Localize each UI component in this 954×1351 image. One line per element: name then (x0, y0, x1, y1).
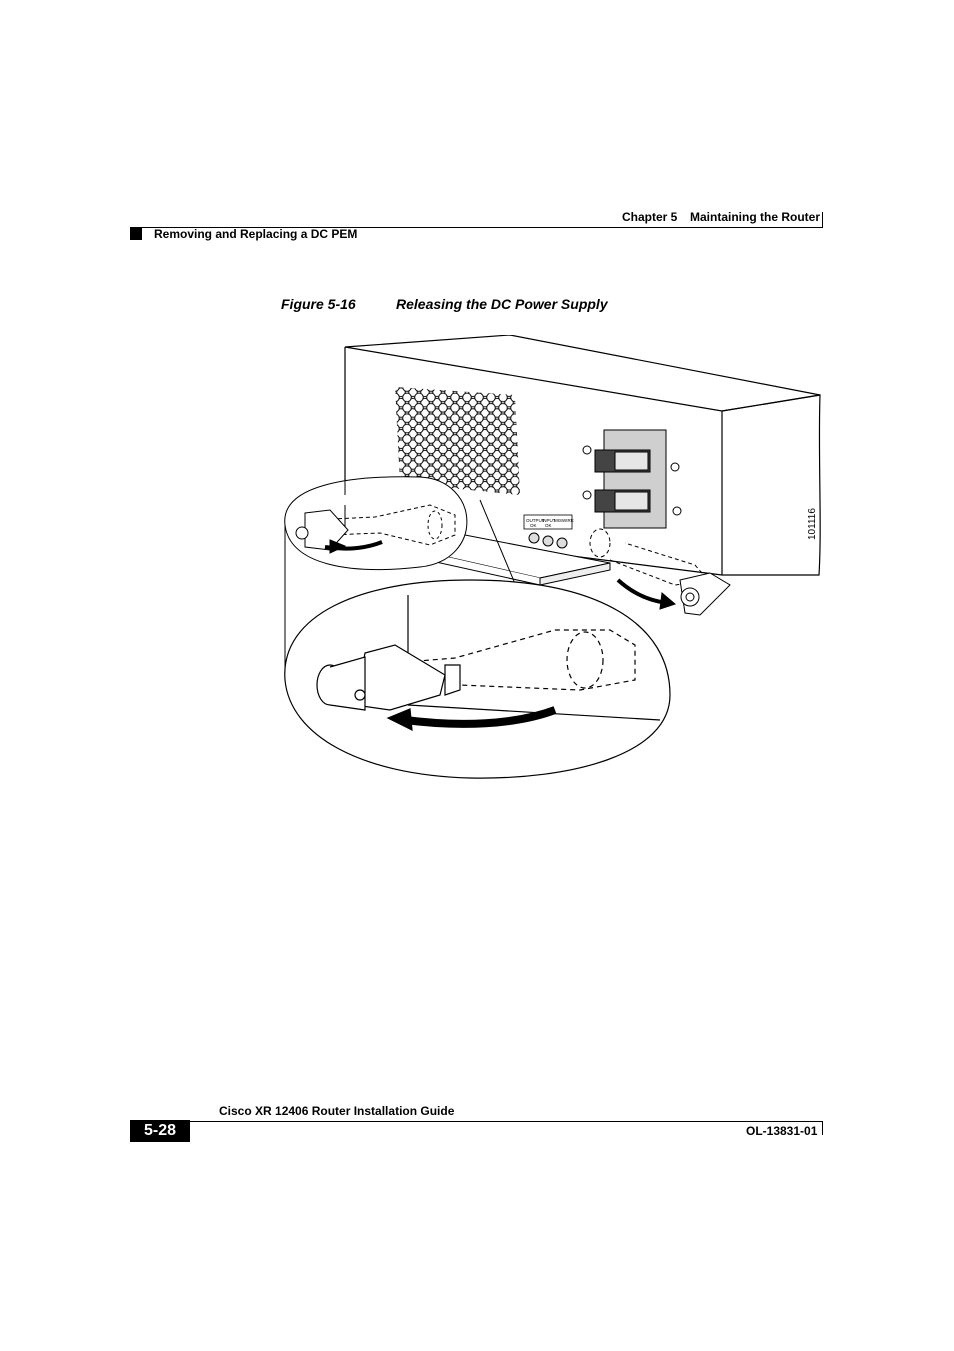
header-chapter-title: Maintaining the Router (690, 210, 820, 224)
led-sublabel-1: OK (530, 523, 537, 528)
led-label-miswire: MISWIRE (554, 518, 574, 523)
footer-rule (190, 1121, 823, 1122)
figure-art-id: 101116 (807, 508, 818, 540)
header-rule (130, 227, 823, 228)
led-label-output: OUTPUT (526, 518, 545, 523)
footer-guide-title: Cisco XR 12406 Router Installation Guide (219, 1104, 455, 1118)
switch-panel (582, 429, 682, 529)
header-chapter: Chapter 5 (622, 210, 678, 224)
figure-illustration: OUTPUT INPUT MISWIRE OK OK (270, 334, 840, 785)
detail-top-callout (284, 476, 468, 571)
header-marker (130, 228, 142, 240)
right-ejector-lever (589, 528, 731, 616)
header-section: Removing and Replacing a DC PEM (154, 227, 358, 241)
led-label-input: INPUT (542, 518, 556, 523)
led-panel: OUTPUT INPUT MISWIRE OK OK (523, 514, 574, 549)
footer-doc-number: OL-13831-01 (746, 1124, 818, 1138)
led-sublabel-2: OK (545, 523, 552, 528)
footer-tick (822, 1121, 823, 1135)
footer-page-number: 5-28 (130, 1120, 190, 1142)
figure-title: Releasing the DC Power Supply (396, 296, 608, 312)
header-tick (822, 212, 823, 228)
detail-bottom-callout (284, 579, 671, 779)
figure-number: Figure 5-16 (281, 296, 356, 312)
fan-grille (395, 387, 520, 495)
